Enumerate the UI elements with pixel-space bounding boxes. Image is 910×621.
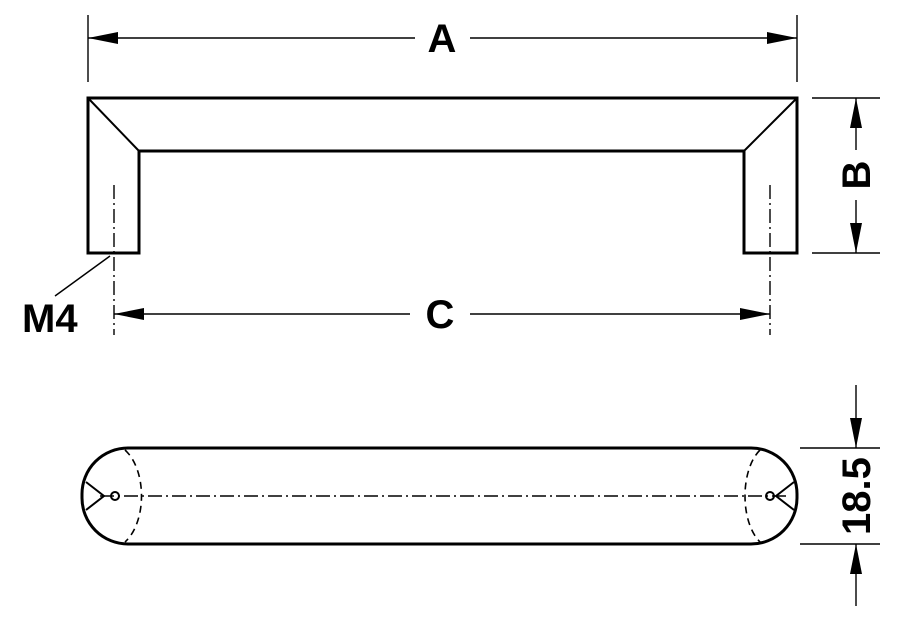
handle-top-view [80, 446, 799, 546]
dimension-c: C [114, 293, 770, 337]
dimension-a: A [87, 15, 798, 82]
label-a: A [428, 17, 457, 61]
label-m4: M4 [22, 297, 78, 341]
right-hole-icon [765, 491, 775, 501]
dimension-depth: 18.5 [800, 385, 880, 606]
label-depth: 18.5 [835, 457, 879, 535]
handle-front-view [86, 96, 799, 335]
left-hole-icon [110, 491, 120, 501]
label-b: B [835, 161, 879, 190]
label-c: C [426, 293, 455, 337]
dimension-b: B [812, 97, 880, 254]
thread-callout: M4 [22, 255, 111, 341]
